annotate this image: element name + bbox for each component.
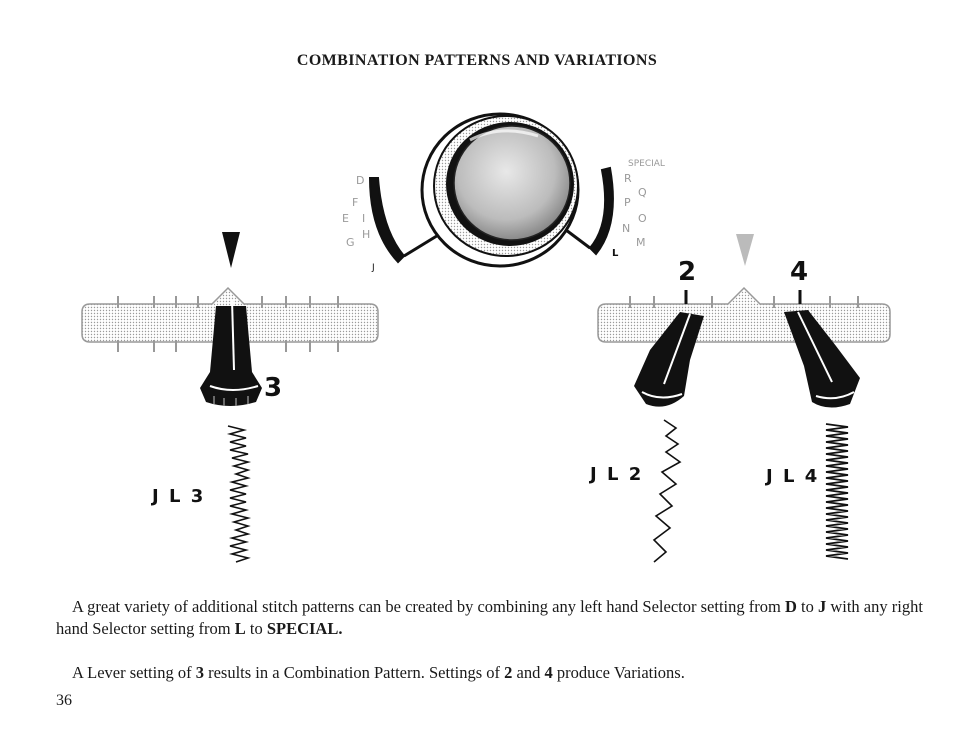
p1-text-1: A great variety of additional stitch pat… [72,597,785,616]
jl4-stitch-pattern [825,423,849,560]
selector-dial [368,112,614,268]
p1-bold-d: D [784,597,797,616]
p2-bold-2: 2 [504,663,513,682]
paragraph-variations: A Lever setting of 3 results in a Combin… [56,662,926,684]
p2-text-1: A Lever setting of [72,663,196,682]
dial-label-special: SPECIAL [628,159,665,169]
p1-text-3: with any right hand Selector setting fro… [56,597,923,638]
dial-letter-n: N [622,222,630,235]
jl3-stitch-pattern [226,425,252,563]
p1-bold-special: SPECIAL. [266,619,343,638]
dial-letter-e: E [342,212,349,225]
paragraph-combination: A great variety of additional stitch pat… [56,596,926,640]
p2-bold-4: 4 [544,663,553,682]
dial-letter-h: H [362,228,370,241]
dial-letter-j: J [371,263,375,273]
p1-bold-l: L [234,619,246,638]
dial-letter-i: I [362,212,365,225]
p2-text-3: and [512,663,545,682]
dial-right-scale: SPECIAL R Q P O N M L [612,159,665,259]
dial-letter-f: F [352,196,358,209]
dial-left-scale: D E F G H I J [342,174,375,273]
jl4-label: J L 4 [764,466,819,487]
p1-bold-j: J [817,597,827,616]
dial-letter-d: D [356,174,364,187]
jl2-label: J L 2 [588,464,643,485]
left-pointer-arrow [222,232,240,268]
dial-letter-r: R [624,172,632,185]
right-lever-setting-2: 2 [678,257,696,287]
left-lever-setting: 3 [264,373,282,403]
right-pointer-arrow [736,234,754,266]
dial-letter-m: M [636,236,646,249]
left-lever-assembly [81,232,379,406]
p2-bold-3: 3 [195,663,204,682]
jl2-stitch-pattern [652,419,682,563]
dial-letter-q: Q [638,186,647,199]
p2-text-4: produce Variations. [552,663,685,682]
right-lever-assembly [597,234,891,408]
p1-text-4: to [245,619,267,638]
p1-text-2: to [796,597,818,616]
page-number: 36 [56,692,72,709]
p2-text-2: results in a Combination Pattern. Settin… [203,663,505,682]
jl3-label: J L 3 [150,486,205,507]
dial-letter-p: P [624,196,631,209]
illustration: D E F G H I J SPECIAL R Q P O N M L [81,112,891,563]
dial-letter-l: L [612,248,619,259]
right-lever-setting-4: 4 [790,257,808,287]
dial-letter-g: G [346,236,355,249]
dial-letter-o: O [638,212,647,225]
page-title: COMBINATION PATTERNS AND VARIATIONS [296,52,658,69]
